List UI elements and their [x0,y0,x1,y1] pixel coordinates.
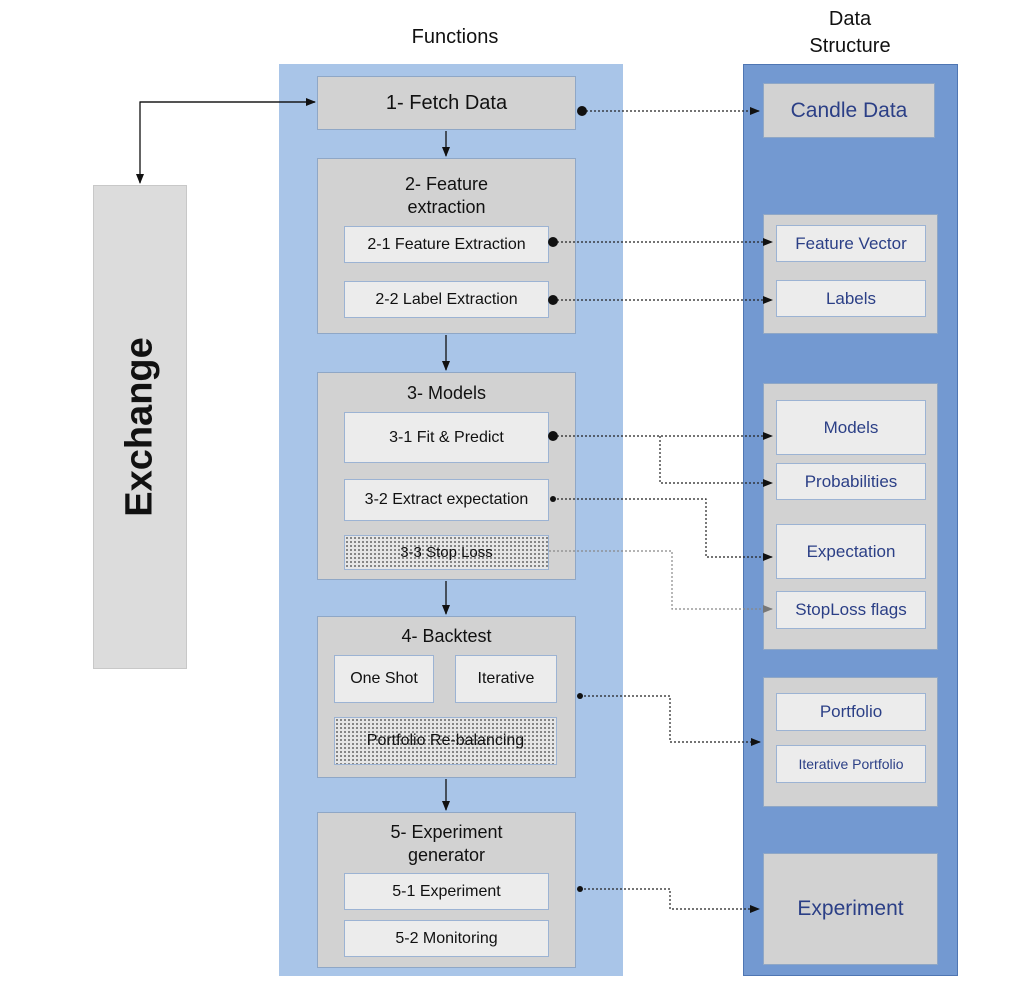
models-data-box[interactable]: Models [776,400,926,455]
portfolio-box[interactable]: Portfolio [776,693,926,731]
experiment-generator-title-line2: generator [407,845,486,865]
probabilities-box[interactable]: Probabilities [776,463,926,500]
experiment-generator-title-line1: 5- Experiment [390,822,503,842]
labels-box[interactable]: Labels [776,280,926,317]
stop-loss-box[interactable]: 3-3 Stop Loss [344,535,549,570]
stoploss-flags-box[interactable]: StopLoss flags [776,591,926,629]
extract-expectation-box[interactable]: 3-2 Extract expectation [344,479,549,521]
iterative-portfolio-box[interactable]: Iterative Portfolio [776,745,926,783]
data-structure-heading-line2: Structure [809,35,891,57]
fetch-data-box[interactable]: 1- Fetch Data [317,76,576,130]
expectation-box[interactable]: Expectation [776,524,926,579]
backtest-title: 4- Backtest [401,626,492,646]
models-title: 3- Models [406,383,487,403]
candle-data-box[interactable]: Candle Data [763,83,935,138]
exchange-block: Exchange [93,185,187,669]
monitoring-box[interactable]: 5-2 Monitoring [344,920,549,957]
portfolio-rebalancing-box[interactable]: Portfolio Re-balancing [334,717,557,765]
exchange-label: Exchange [118,337,161,517]
experiment-data-box[interactable]: Experiment [763,853,938,965]
one-shot-box[interactable]: One Shot [334,655,434,703]
feature-vector-box[interactable]: Feature Vector [776,225,926,262]
feature-extraction-title-line2: extraction [407,197,486,217]
experiment-box[interactable]: 5-1 Experiment [344,873,549,910]
functions-heading: Functions [411,26,499,48]
data-structure-heading-line1: Data [828,8,872,30]
fit-predict-box[interactable]: 3-1 Fit & Predict [344,412,549,463]
feature-extraction-title-line1: 2- Feature [404,174,489,194]
feature-extraction-box[interactable]: 2-1 Feature Extraction [344,226,549,263]
label-extraction-box[interactable]: 2-2 Label Extraction [344,281,549,318]
iterative-box[interactable]: Iterative [455,655,557,703]
